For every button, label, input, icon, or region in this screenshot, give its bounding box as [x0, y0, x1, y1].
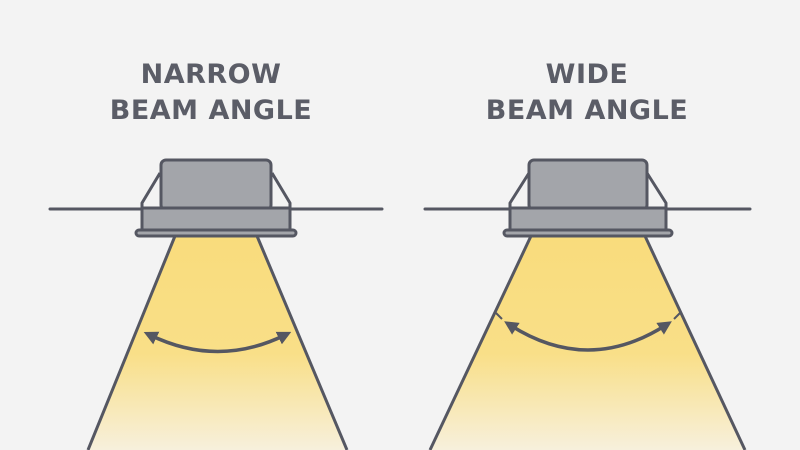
narrow-beam-panel	[48, 158, 384, 450]
narrow-angle-arrow	[143, 331, 292, 354]
wide-angle-arrow	[504, 321, 672, 352]
wide-beam-panel	[423, 158, 752, 450]
title-line: WIDE	[545, 59, 629, 90]
narrow-beam-title: NARROW BEAM ANGLE	[61, 57, 361, 129]
wide-light-beam	[430, 236, 745, 450]
narrow-light-beam	[88, 236, 347, 450]
title-line: BEAM ANGLE	[109, 95, 313, 126]
downlight-fixture	[502, 158, 674, 238]
downlight-fixture	[134, 158, 298, 238]
title-line: BEAM ANGLE	[485, 95, 689, 126]
wide-beam-title: WIDE BEAM ANGLE	[437, 57, 737, 129]
title-line: NARROW	[140, 59, 282, 90]
